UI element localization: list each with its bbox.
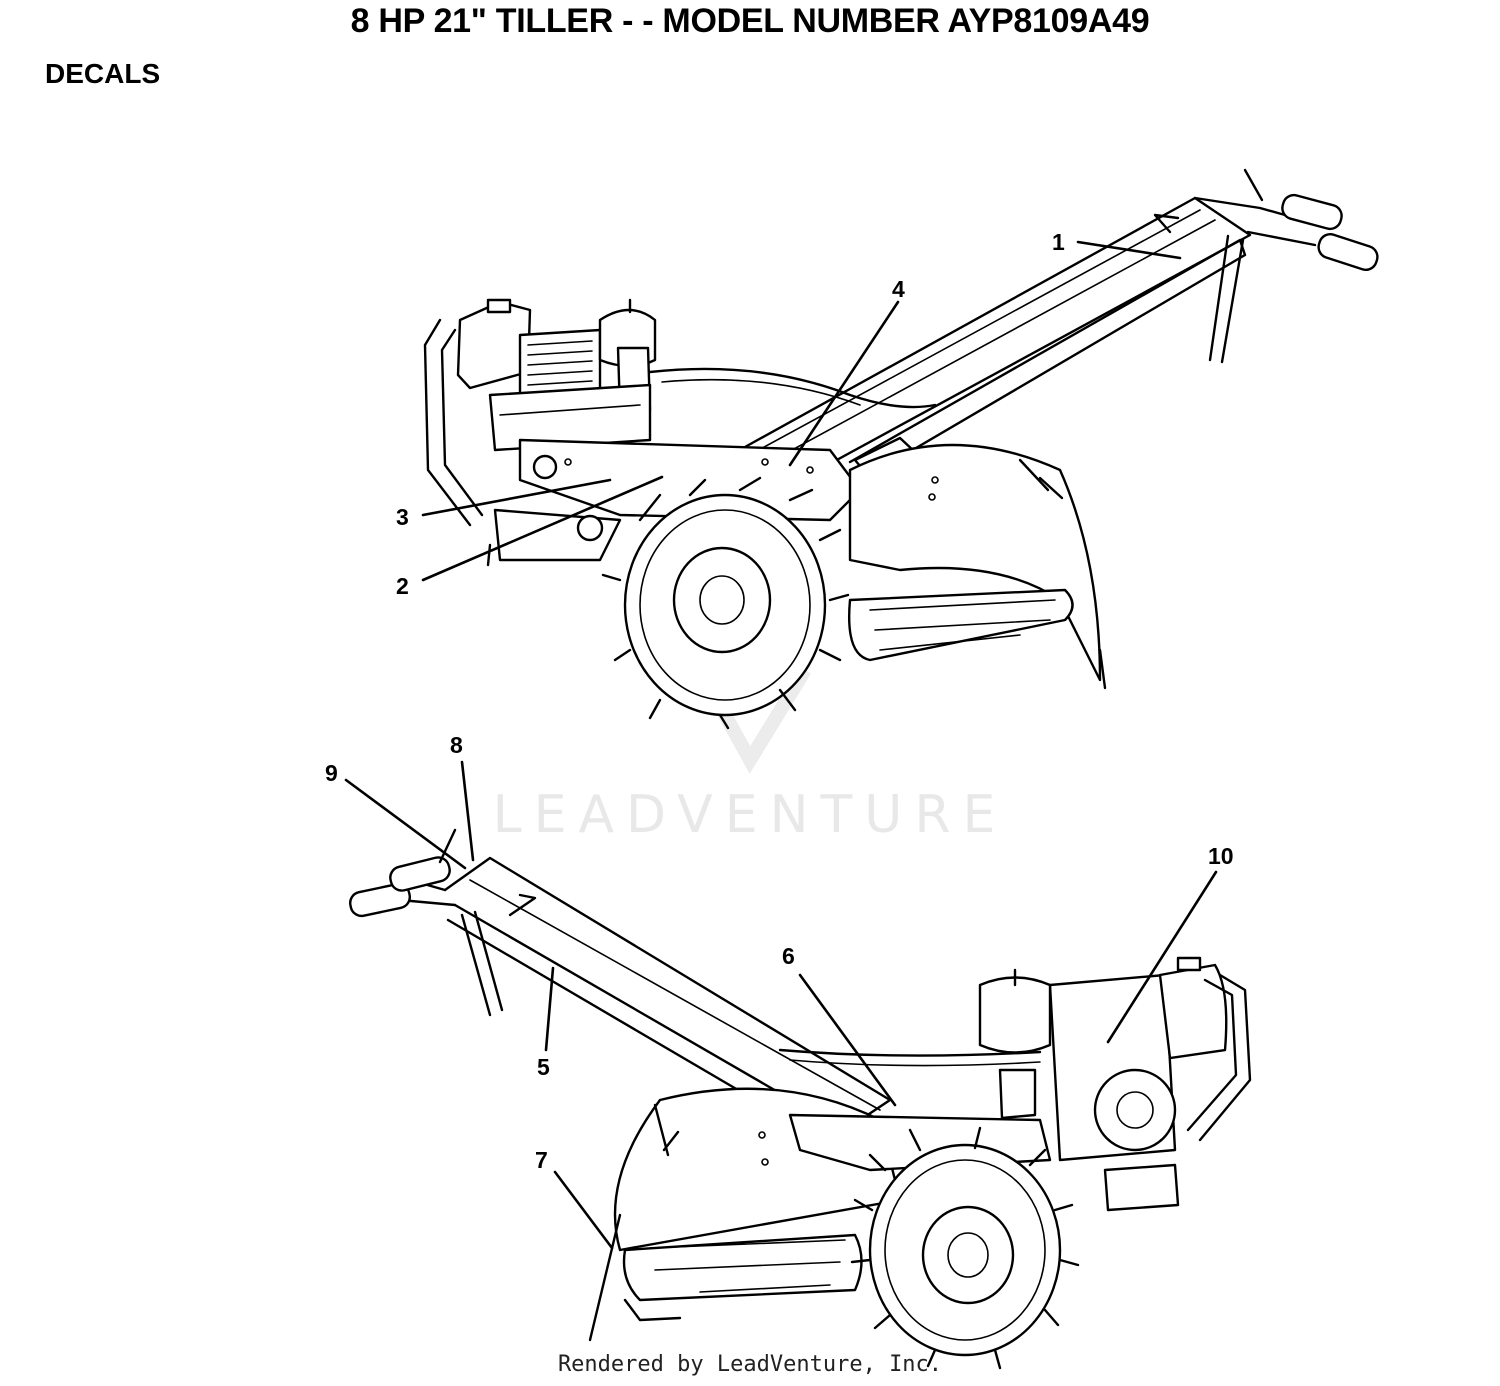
handlebar-bottom <box>349 828 892 1140</box>
callout-3: 3 <box>396 504 409 530</box>
tiller-bottom-view <box>349 828 1252 1370</box>
watermark-text: LEADVENTURE <box>492 785 1008 845</box>
callout-6: 6 <box>782 943 795 969</box>
section-heading: DECALS <box>45 58 161 89</box>
chain-guard-top <box>518 438 862 522</box>
callout-9: 9 <box>325 760 338 786</box>
callout-4: 4 <box>892 276 905 302</box>
tiller-top-view <box>423 168 1379 730</box>
callout-5: 5 <box>537 1054 550 1080</box>
wheel-bottom <box>850 1126 1080 1370</box>
page-title: 8 HP 21" TILLER - - MODEL NUMBER AYP8109… <box>350 2 1150 40</box>
engine-top <box>423 298 657 527</box>
callout-8: 8 <box>450 732 463 758</box>
callout-2: 2 <box>396 573 409 599</box>
callout-7: 7 <box>535 1147 548 1173</box>
handlebar-top <box>743 168 1379 482</box>
callout-10: 10 <box>1208 843 1234 869</box>
callout-1: 1 <box>1052 229 1065 255</box>
leader-lines <box>344 240 1218 1250</box>
tine-hood-top <box>848 443 1107 690</box>
wheel-top <box>601 476 850 730</box>
engine-bottom <box>978 956 1252 1212</box>
footer-credit: Rendered by LeadVenture, Inc. <box>557 1352 943 1377</box>
